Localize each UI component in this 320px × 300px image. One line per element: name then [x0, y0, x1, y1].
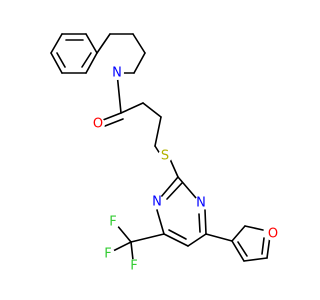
atom-label-n3: N: [196, 196, 206, 211]
atom-background: [194, 196, 208, 210]
atom-background: [91, 117, 105, 131]
atom-label-o2: O: [268, 227, 278, 242]
atom-background: [106, 215, 120, 229]
atom-background: [266, 227, 280, 241]
atom-labels: N O S N N O F F F: [91, 66, 280, 274]
atom-label-n2: N: [152, 195, 162, 210]
atom-background: [150, 195, 164, 209]
atom-background: [127, 259, 141, 273]
atom-label-s1: S: [161, 149, 169, 164]
atom-background: [158, 149, 172, 163]
atom-background: [110, 66, 124, 80]
molecule-structure: N O S N N O F F F: [50, 33, 280, 274]
atom-label-n1: N: [112, 66, 122, 81]
atom-label-f1: F: [109, 215, 116, 230]
atom-label-o1: O: [93, 117, 103, 132]
atom-label-f2: F: [104, 247, 111, 262]
atom-label-f3: F: [130, 259, 137, 274]
bond-lines: [50, 33, 271, 262]
atom-background: [101, 247, 115, 261]
